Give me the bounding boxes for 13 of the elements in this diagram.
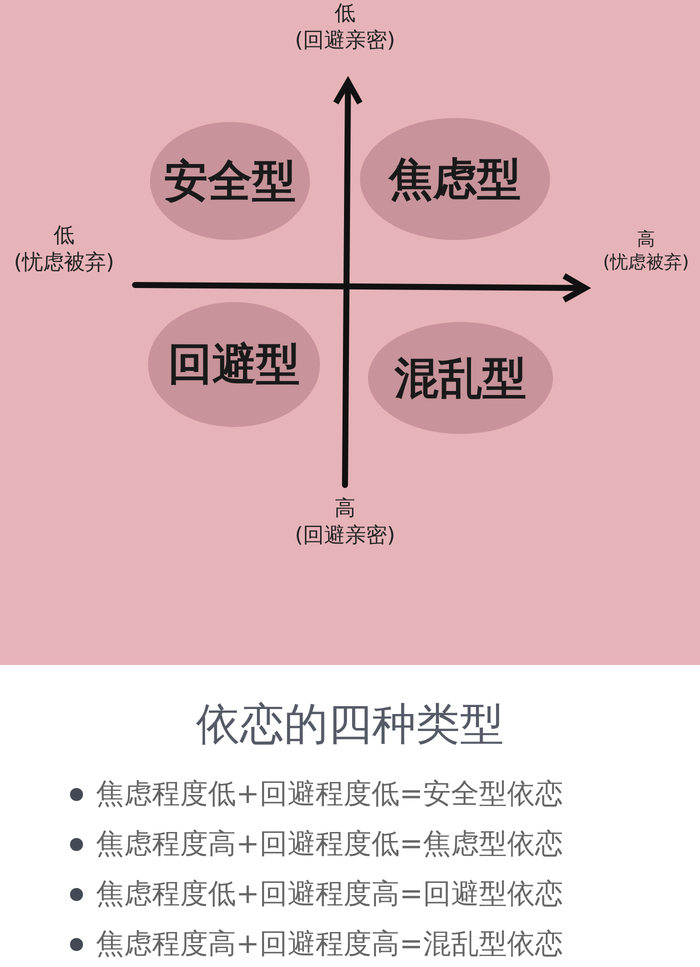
type-label: 焦虑型	[389, 152, 521, 206]
title: 依恋的四种类型	[195, 698, 505, 752]
bullet-item: 焦虑程度低+回避程度低=安全型依恋	[70, 775, 563, 813]
bullet-item: 焦虑程度低+回避程度高=回避型依恋	[70, 875, 563, 913]
type-label: 混乱型	[394, 352, 526, 406]
axis-label: 高 (忧虑被弃)	[602, 228, 690, 275]
bullet-item: 焦虑程度高+回避程度低=焦虑型依恋	[70, 825, 563, 863]
bullet-item: 焦虑程度高+回避程度高=混乱型依恋	[70, 925, 563, 963]
axis-label: 低 (回避亲密)	[294, 0, 396, 54]
type-label: 安全型	[164, 154, 296, 208]
type-label: 回避型	[168, 338, 300, 392]
axis-label: 高 (回避亲密)	[294, 495, 396, 550]
axis-label: 低 (忧虑被弃)	[14, 222, 114, 276]
